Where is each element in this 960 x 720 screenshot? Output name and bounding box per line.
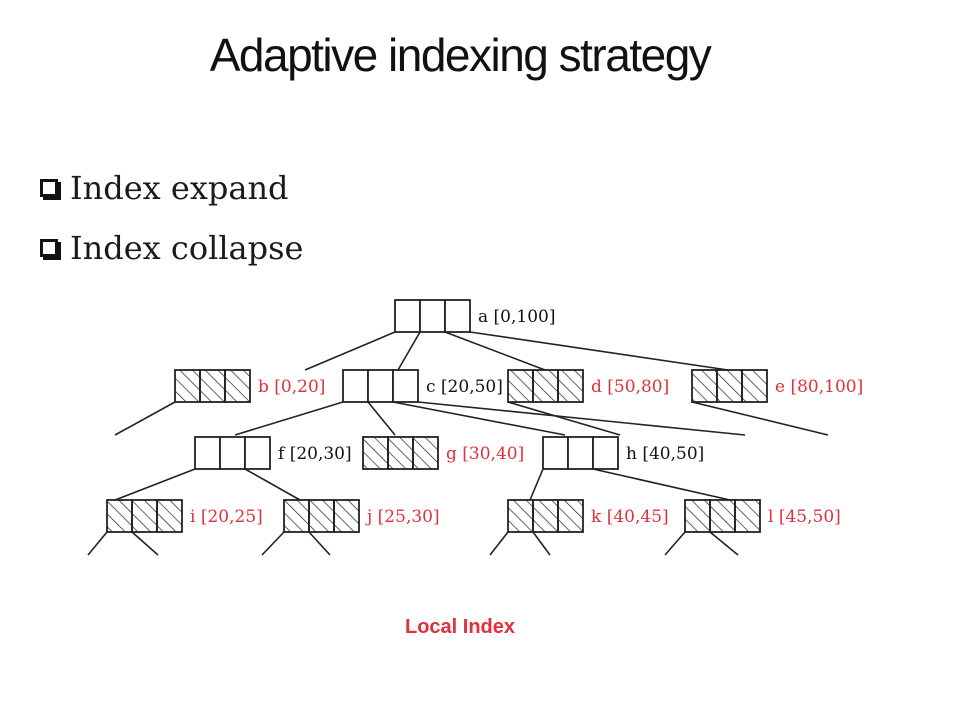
node-cell: [362, 436, 389, 470]
node-cell: [532, 499, 559, 533]
node-cell: [734, 499, 761, 533]
tree-edge: [308, 531, 331, 556]
node-label: f [20,30]: [278, 444, 352, 464]
node-cell: [684, 499, 711, 533]
tree-node-l: l [45,50]: [684, 499, 841, 533]
node-cell: [507, 369, 534, 403]
tree-nodes: a [0,100] b [0,20] c [20,50] d [50,80] e [80…: [106, 299, 863, 533]
node-cell: [333, 499, 360, 533]
node-cell: [224, 369, 251, 403]
tree-edge: [304, 331, 396, 371]
checkbox-bullet-icon: [40, 239, 61, 260]
tree-node-k: k [40,45]: [507, 499, 669, 533]
node-cell: [131, 499, 158, 533]
node-cell: [542, 436, 569, 470]
node-cell: [106, 499, 133, 533]
node-cell: [308, 499, 335, 533]
tree-node-e: e [80,100]: [691, 369, 863, 403]
tree-node-c: c [20,50]: [342, 369, 503, 403]
node-label: b [0,20]: [258, 377, 325, 397]
tree-edge: [417, 401, 746, 436]
node-cell: [244, 436, 271, 470]
tree-edge: [367, 401, 396, 436]
node-cell: [567, 436, 594, 470]
tree-edge: [87, 531, 108, 556]
tree-edge: [469, 331, 729, 371]
tree-node-a: a [0,100]: [394, 299, 555, 333]
node-cell: [174, 369, 201, 403]
bullet-item: Index collapse: [40, 218, 303, 278]
bullet-text: Index expand: [70, 169, 289, 207]
node-label: l [45,50]: [768, 507, 841, 527]
node-cell: [199, 369, 226, 403]
node-label: c [20,50]: [426, 377, 503, 397]
node-label: e [80,100]: [775, 377, 863, 397]
tree-edge: [529, 468, 544, 501]
tree-edge: [532, 531, 551, 556]
tree-edge: [234, 401, 344, 436]
tree-edge: [489, 531, 509, 556]
node-cell: [412, 436, 439, 470]
slide-title: Adaptive indexing strategy: [209, 29, 712, 81]
diagram-caption: Local Index: [404, 616, 516, 638]
node-cell: [741, 369, 768, 403]
bullet-list: Index expand Index collapse: [40, 158, 303, 278]
tree-node-j: j [25,30]: [283, 499, 440, 533]
node-cell: [507, 499, 534, 533]
node-cell: [557, 499, 584, 533]
tree-edge: [392, 401, 566, 436]
node-cell: [444, 299, 471, 333]
node-cell: [691, 369, 718, 403]
tree-edge: [114, 401, 176, 436]
tree-edge: [397, 331, 421, 371]
tree-edge: [131, 531, 159, 556]
node-cell: [557, 369, 584, 403]
node-cell: [342, 369, 369, 403]
bullet-item: Index expand: [40, 158, 303, 218]
node-cell: [387, 436, 414, 470]
node-cell: [592, 436, 619, 470]
tree-edge: [444, 331, 546, 371]
node-label: d [50,80]: [591, 377, 669, 397]
node-cell: [392, 369, 419, 403]
node-cell: [194, 436, 221, 470]
tree-edge: [114, 468, 196, 501]
tree-node-h: h [40,50]: [542, 436, 704, 470]
tree-node-f: f [20,30]: [194, 436, 352, 470]
node-cell: [367, 369, 394, 403]
tree-node-g: g [30,40]: [362, 436, 524, 470]
node-label: a [0,100]: [478, 307, 555, 327]
node-cell: [219, 436, 246, 470]
bullet-text: Index collapse: [70, 229, 304, 267]
tree-edge: [592, 468, 731, 501]
tree-edge: [691, 401, 829, 436]
tree-node-b: b [0,20]: [174, 369, 325, 403]
node-cell: [709, 499, 736, 533]
node-label: k [40,45]: [591, 507, 669, 527]
tree-edge: [664, 531, 686, 556]
checkbox-bullet-icon: [40, 179, 61, 200]
node-cell: [394, 299, 421, 333]
node-cell: [532, 369, 559, 403]
node-label: g [30,40]: [446, 444, 524, 464]
node-label: i [20,25]: [190, 507, 263, 527]
tree-edge: [709, 531, 739, 556]
tree-edge: [244, 468, 301, 501]
tree-node-i: i [20,25]: [106, 499, 263, 533]
tree-edge: [507, 401, 621, 436]
node-cell: [283, 499, 310, 533]
tree-edges: [87, 331, 829, 556]
node-cell: [156, 499, 183, 533]
node-cell: [716, 369, 743, 403]
node-label: j [25,30]: [365, 507, 440, 527]
tree-edge: [261, 531, 285, 556]
node-label: h [40,50]: [626, 444, 704, 464]
node-cell: [419, 299, 446, 333]
tree-node-d: d [50,80]: [507, 369, 669, 403]
